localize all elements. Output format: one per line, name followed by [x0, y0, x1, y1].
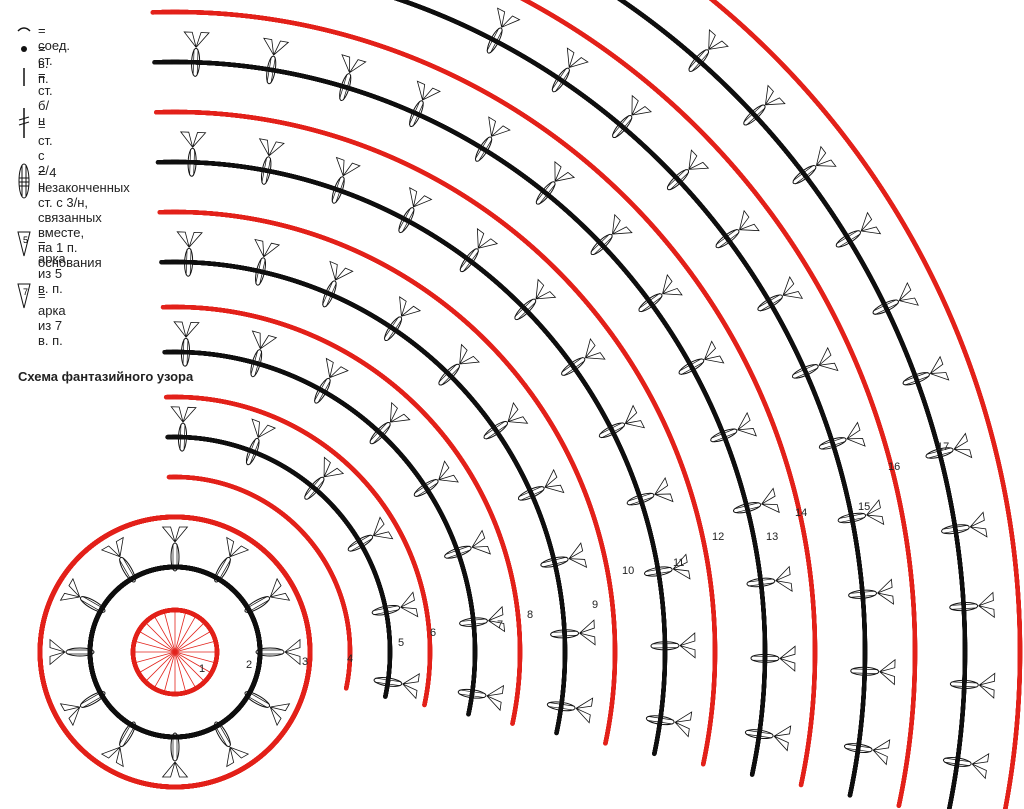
motif: [245, 240, 279, 288]
fan-row-arc: [156, 160, 668, 756]
arch-7-icon: 7: [12, 282, 36, 312]
foundation-spoke: [175, 652, 214, 662]
arch-5-icon: 5: [12, 230, 36, 260]
motif: [848, 579, 894, 607]
motif: [680, 30, 728, 79]
row-number: 1: [199, 663, 205, 675]
motif: [736, 86, 785, 134]
row-number: 8: [527, 609, 533, 621]
foundation-spoke: [136, 652, 175, 662]
motif: [251, 139, 284, 187]
motif: [257, 38, 289, 85]
motif: [706, 413, 756, 452]
motif: [236, 419, 275, 469]
foundation-spoke: [175, 652, 185, 691]
motif: [170, 407, 196, 452]
motif: [604, 96, 651, 146]
row-number: 10: [622, 565, 634, 577]
motif: [50, 640, 94, 665]
motif: [239, 682, 290, 725]
motif: [940, 512, 987, 543]
motif: [730, 488, 779, 523]
row-number: 14: [795, 507, 807, 519]
motif: [173, 322, 199, 367]
motif: [102, 538, 145, 589]
motif: [942, 748, 989, 779]
chain-stitch-icon: [12, 41, 36, 71]
motif: [370, 592, 418, 625]
row-number: 9: [592, 599, 598, 611]
motif: [241, 331, 277, 380]
motif: [899, 357, 949, 395]
motif: [546, 692, 593, 723]
motif: [61, 682, 112, 725]
motif: [431, 345, 480, 394]
foundation-spoke: [165, 613, 175, 652]
motif: [163, 733, 188, 777]
motif: [372, 668, 419, 699]
row-number: 12: [712, 531, 724, 543]
motif: [659, 150, 708, 198]
motif: [456, 680, 503, 711]
fan-row-arc: [154, 110, 717, 767]
motif: [645, 706, 692, 737]
row-number: 13: [766, 531, 778, 543]
motif: [538, 543, 587, 577]
legend-item-arch7: 7 = арка из 7 в. п.: [38, 288, 66, 348]
row-number: 5: [398, 637, 404, 649]
fan-row-arc: [157, 210, 617, 746]
row-number: 11: [673, 557, 684, 569]
motif: [205, 716, 248, 767]
row-number: 16: [888, 461, 900, 473]
motif: [949, 593, 994, 620]
foundation-spoke: [136, 642, 175, 652]
motif: [239, 579, 290, 622]
motif: [583, 215, 632, 263]
row-number: 3: [302, 656, 308, 668]
motif: [623, 478, 673, 515]
legend-item-arch5: 5 = арка из 5 в. п.: [38, 236, 66, 296]
double-treble-icon: [12, 108, 36, 138]
foundation-spoke: [175, 613, 185, 652]
motif: [950, 671, 995, 698]
row-number: 7: [497, 619, 503, 631]
motif: [362, 403, 410, 452]
foundation-spoke: [165, 652, 175, 691]
row-number: 6: [430, 627, 436, 639]
motif: [183, 32, 209, 77]
single-crochet-icon: [12, 68, 36, 98]
foundation-spoke: [175, 642, 214, 652]
row-number: 4: [347, 653, 353, 665]
motif: [102, 716, 145, 767]
motif: [843, 734, 890, 765]
diagram-title: Схема фантазийного узора: [18, 369, 193, 384]
row-number: 15: [858, 501, 870, 513]
motif: [296, 457, 343, 507]
motif: [322, 158, 360, 208]
ring-layer: [38, 0, 1023, 809]
cluster-icon: [12, 161, 36, 201]
motif: [651, 633, 695, 658]
motif: [816, 422, 865, 459]
row-number: 2: [246, 659, 252, 671]
motif: [746, 567, 793, 597]
fan-row-arc: [159, 260, 567, 735]
motif: [205, 538, 248, 589]
motif: [61, 579, 112, 622]
motif: [550, 620, 595, 647]
motif: [176, 232, 202, 277]
motif: [163, 527, 188, 571]
motif: [329, 55, 365, 104]
motif: [507, 280, 556, 328]
motif: [850, 658, 895, 684]
motif: [256, 640, 300, 665]
motif: [751, 646, 795, 671]
motif: [179, 132, 205, 177]
row-number: 17: [937, 441, 949, 453]
motif: [744, 720, 791, 751]
motif: [441, 531, 491, 569]
